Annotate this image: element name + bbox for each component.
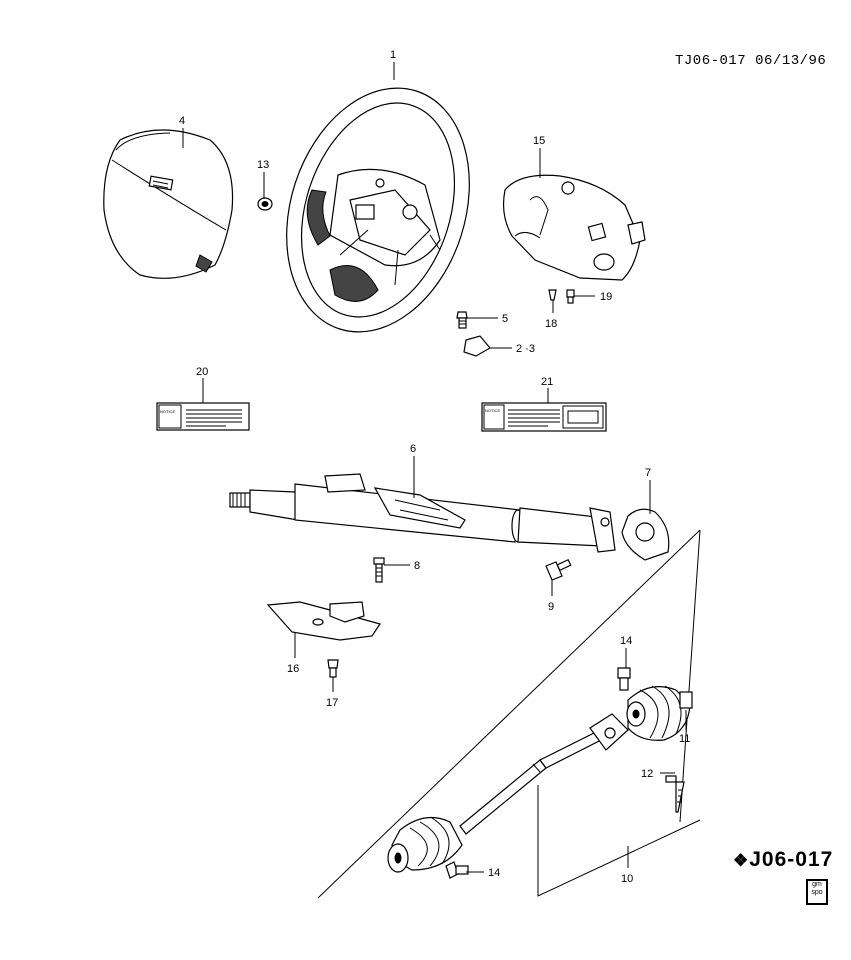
screw-19 xyxy=(566,289,575,304)
intermediate-shaft xyxy=(387,713,629,873)
label-21-notice: NOTICE xyxy=(485,408,500,413)
column-cover xyxy=(502,174,646,281)
callout-11: 11 xyxy=(679,733,690,745)
screw-18 xyxy=(548,289,557,301)
callout-18: 18 xyxy=(545,318,557,330)
column-bracket xyxy=(266,601,381,641)
diagram-reference: TJ06-017 06/13/96 xyxy=(675,53,827,69)
callout-8: 8 xyxy=(414,560,420,572)
callout-17: 17 xyxy=(326,697,338,709)
callout-20: 20 xyxy=(196,366,208,378)
callout-2-3: 2 ·3 xyxy=(516,343,535,355)
leader-lines xyxy=(182,62,701,897)
gm-spo-logo: gm spo xyxy=(806,879,828,905)
logo-line-1: gm xyxy=(812,881,822,888)
callout-5: 5 xyxy=(502,313,508,325)
diagram-code: ❖J06-017 xyxy=(733,848,833,872)
cover-clip-2-3 xyxy=(463,335,491,357)
callout-9: 9 xyxy=(548,601,554,613)
callout-16: 16 xyxy=(287,663,299,675)
callout-6: 6 xyxy=(410,443,416,455)
callout-7: 7 xyxy=(645,467,651,479)
diamond-icon: ❖ xyxy=(733,851,750,870)
callout-15: 15 xyxy=(533,135,545,147)
shaft-group-outline xyxy=(317,529,701,899)
upper-boot xyxy=(626,685,693,741)
callout-19: 19 xyxy=(600,291,612,303)
label-20-notice: NOTICE xyxy=(160,409,175,414)
nut-13 xyxy=(257,197,273,211)
callouts: 1 4 13 15 5 2 ·3 18 19 20 21 6 7 8 9 16 … xyxy=(179,49,690,885)
diagram-code-text: J06-017 xyxy=(749,848,834,871)
logo-line-2: spo xyxy=(811,889,823,896)
bolt-14-lower xyxy=(445,861,469,879)
screw-5 xyxy=(456,311,468,329)
callout-14-lower: 14 xyxy=(488,867,500,879)
airbag-module xyxy=(103,129,234,279)
bolt-14-upper xyxy=(617,667,631,691)
bolt-9 xyxy=(545,558,572,581)
callout-10: 10 xyxy=(621,873,633,885)
steering-wheel xyxy=(286,87,470,333)
bolt-17 xyxy=(327,659,339,678)
notice-label-21: NOTICE xyxy=(481,402,607,432)
callout-12: 12 xyxy=(641,768,653,780)
callout-14-upper: 14 xyxy=(620,635,632,647)
callout-1: 1 xyxy=(390,49,396,61)
callout-4: 4 xyxy=(179,115,185,127)
callout-21: 21 xyxy=(541,376,553,388)
callout-13: 13 xyxy=(257,159,269,171)
pin-12 xyxy=(665,775,685,813)
notice-label-20: NOTICE xyxy=(156,402,250,431)
bolt-8 xyxy=(373,557,385,583)
column-plate xyxy=(621,508,670,561)
steering-column xyxy=(229,473,616,553)
